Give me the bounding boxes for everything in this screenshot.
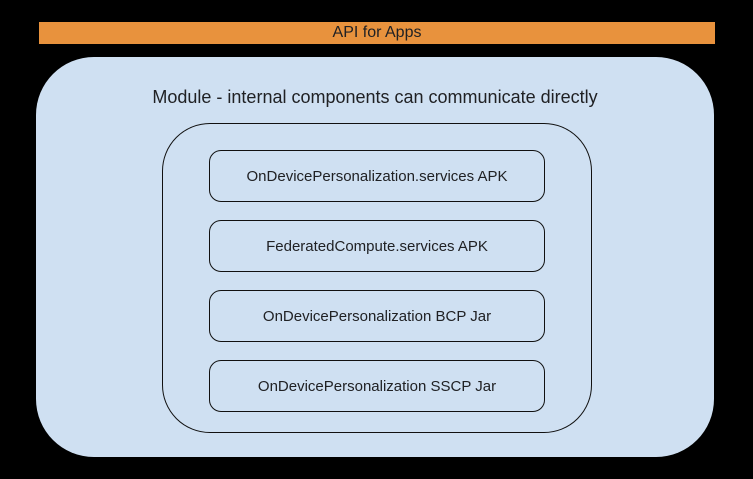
- module-title: Module - internal components can communi…: [152, 87, 598, 107]
- component-box-odp-services-apk: OnDevicePersonalization.services APK: [209, 150, 545, 202]
- components-group: OnDevicePersonalization.services APK Fed…: [162, 123, 592, 433]
- module-container: Module - internal components can communi…: [36, 57, 714, 457]
- component-box-odp-sscp-jar: OnDevicePersonalization SSCP Jar: [209, 360, 545, 412]
- api-for-apps-banner: API for Apps: [39, 22, 715, 44]
- component-box-odp-bcp-jar: OnDevicePersonalization BCP Jar: [209, 290, 545, 342]
- component-label: OnDevicePersonalization BCP Jar: [262, 307, 492, 325]
- component-label: FederatedCompute.services APK: [266, 237, 488, 255]
- component-label: OnDevicePersonalization SSCP Jar: [257, 377, 497, 395]
- api-for-apps-banner-label: API for Apps: [332, 24, 422, 41]
- component-label: OnDevicePersonalization.services APK: [246, 167, 508, 185]
- component-box-federatedcompute-services-apk: FederatedCompute.services APK: [209, 220, 545, 272]
